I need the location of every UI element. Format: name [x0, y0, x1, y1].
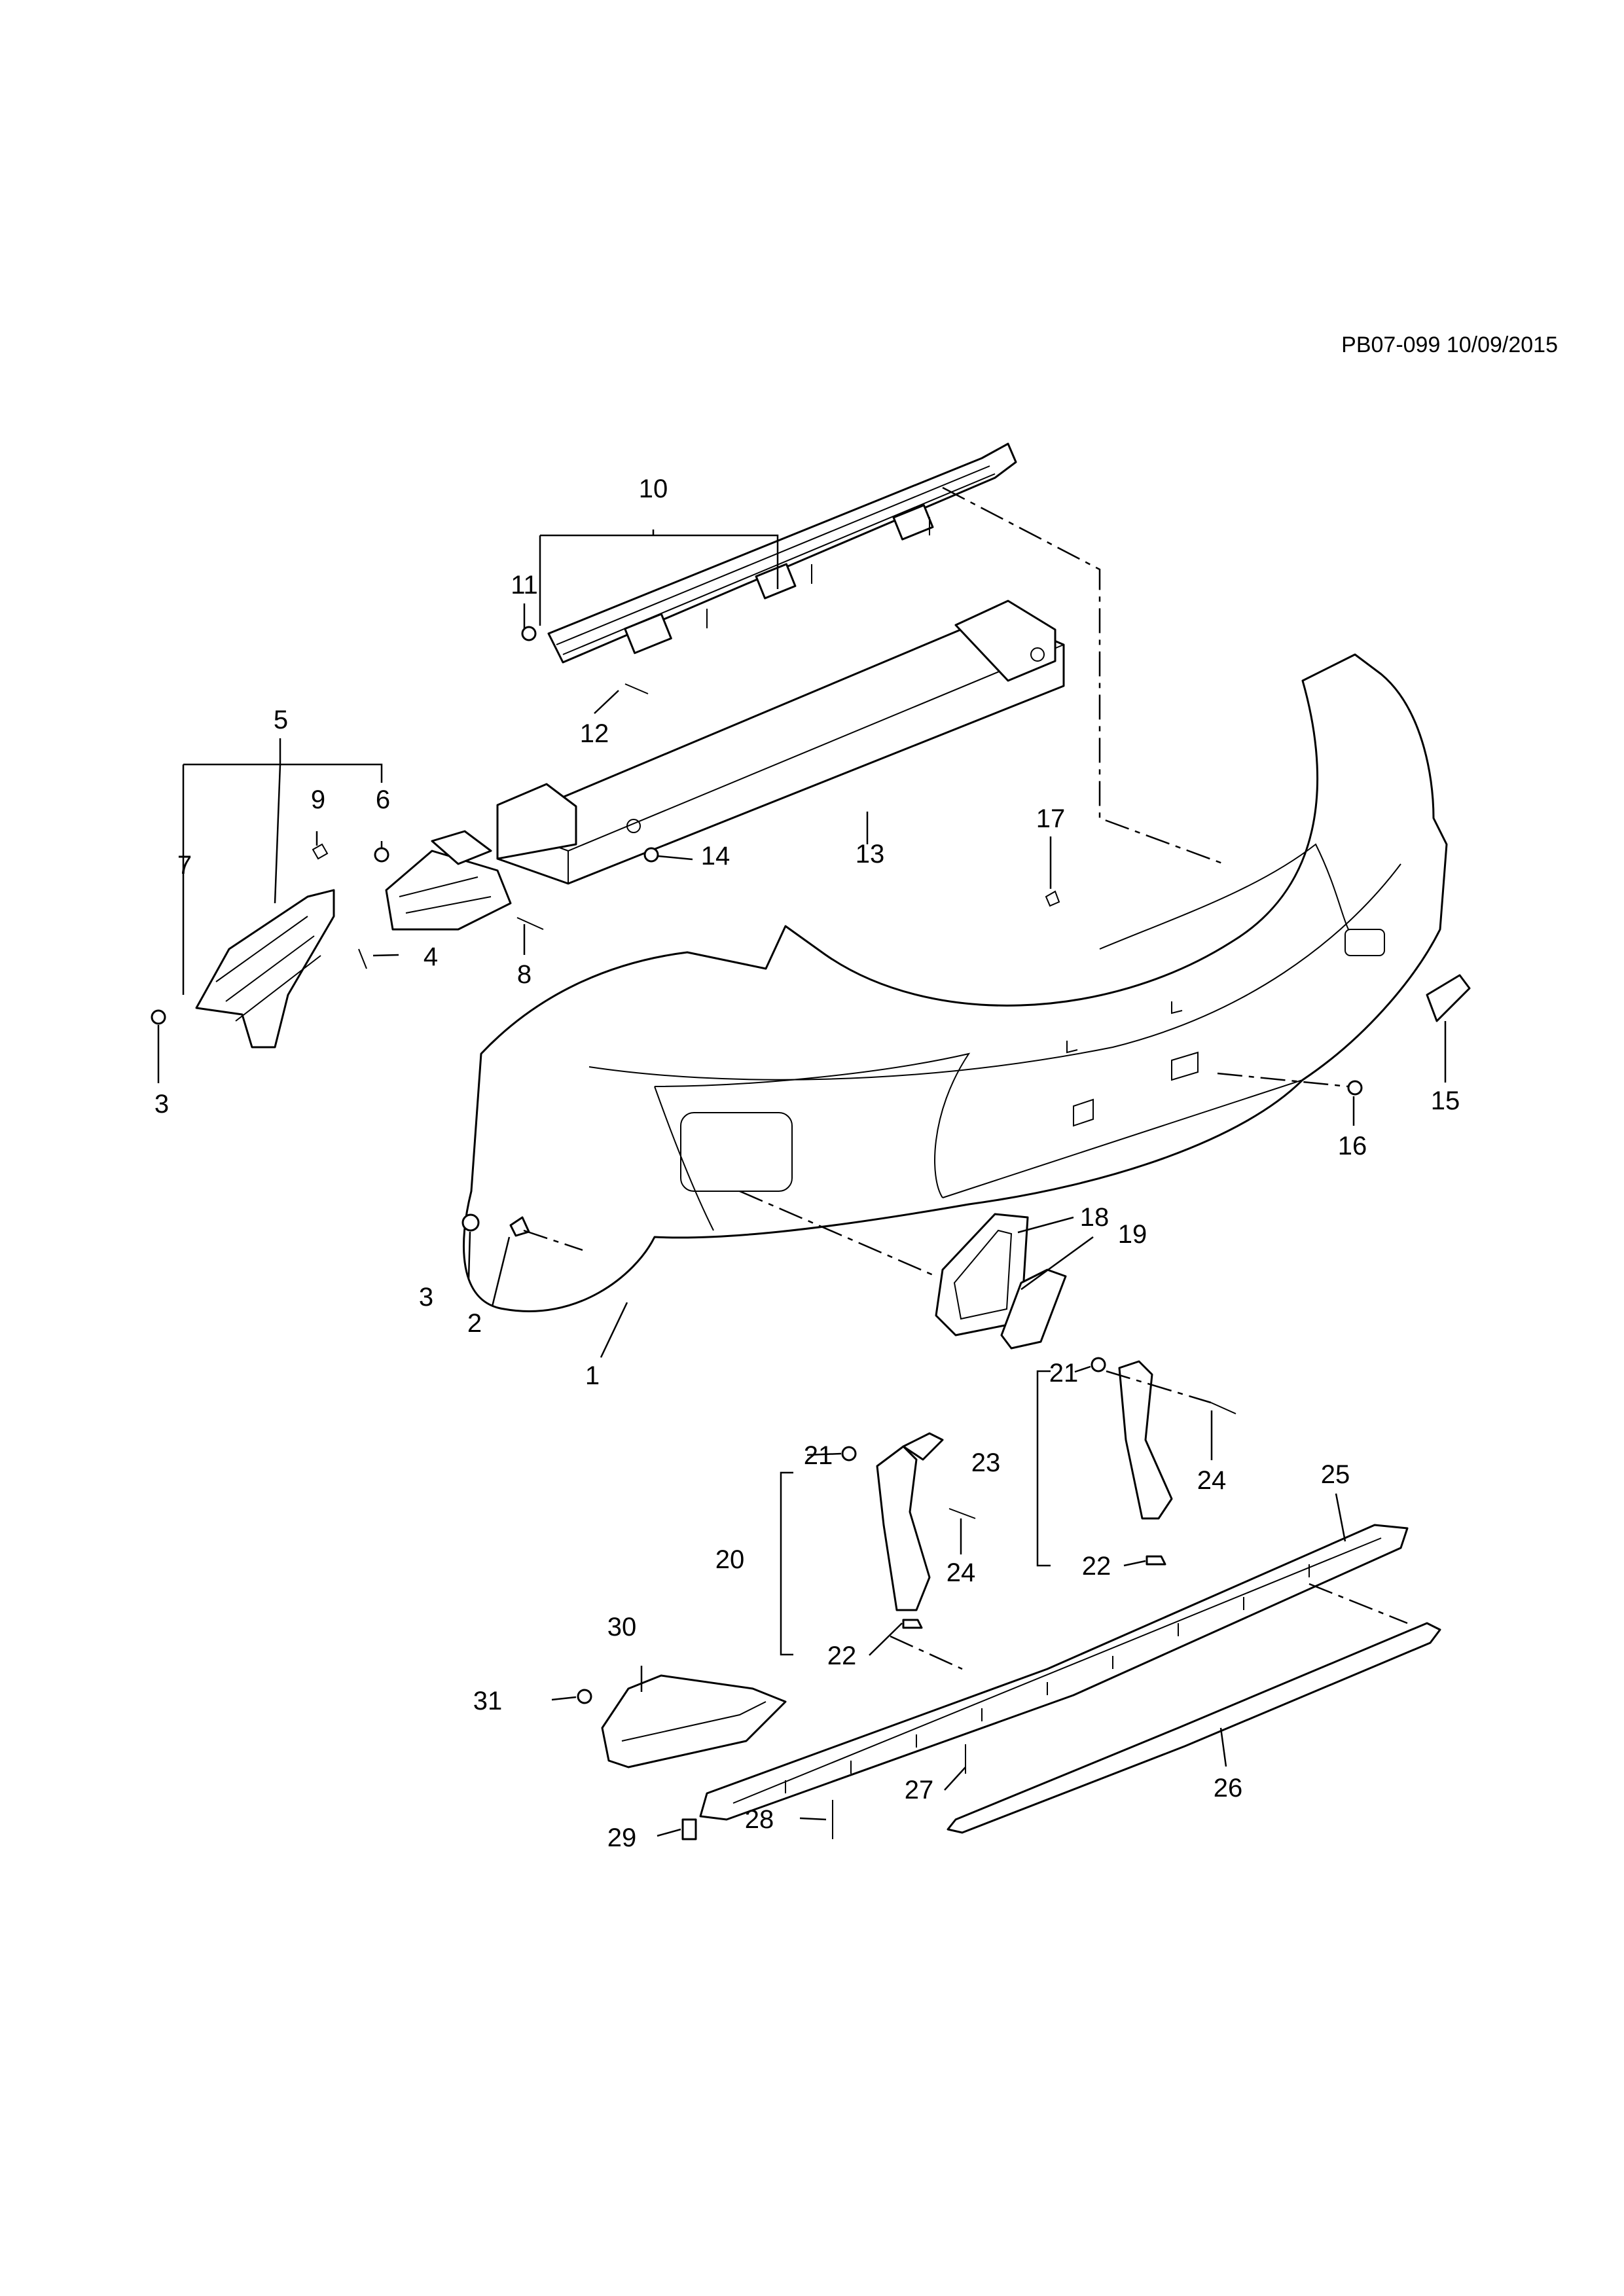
callout-2: 2	[467, 1309, 482, 1338]
nut-22-right	[1146, 1555, 1166, 1566]
callout-23: 23	[971, 1448, 1001, 1477]
callout-26: 26	[1214, 1774, 1243, 1803]
callout-10: 10	[639, 475, 668, 503]
exhaust-trim	[601, 1674, 787, 1768]
clip-9	[312, 843, 329, 860]
callout-9: 9	[311, 785, 325, 814]
screw-24-right	[1210, 1402, 1236, 1414]
screw-24-left	[948, 1508, 976, 1519]
screw-8	[516, 917, 544, 930]
callout-1: 1	[585, 1361, 600, 1390]
bumper-cover	[463, 653, 1448, 1312]
clip-6	[374, 847, 389, 863]
clip-31	[577, 1689, 592, 1704]
callout-24-left: 24	[947, 1558, 976, 1587]
bolt-29	[681, 1818, 697, 1840]
callout-14: 14	[701, 842, 731, 870]
left-bracket-assembly	[195, 830, 512, 1049]
clip-21-right	[1091, 1357, 1106, 1372]
callout-30: 30	[607, 1613, 637, 1641]
callout-13: 13	[856, 840, 885, 869]
washer-3-lower	[461, 1213, 480, 1232]
callout-28: 28	[745, 1805, 774, 1834]
callout-24-right: 24	[1197, 1466, 1227, 1495]
callout-18: 18	[1080, 1203, 1110, 1232]
leader-lines	[157, 529, 1447, 1837]
callout-3-left: 3	[154, 1090, 169, 1119]
nut-22-left	[902, 1619, 923, 1629]
diagram-reference-code: PB07-099 10/09/2015	[1341, 332, 1558, 357]
nut-16	[1347, 1080, 1363, 1096]
callout-21-left: 21	[804, 1441, 833, 1470]
callout-6: 6	[376, 785, 390, 814]
impact-beam	[496, 600, 1065, 885]
lower-bracket-left	[876, 1432, 944, 1611]
callout-5: 5	[274, 706, 288, 734]
callout-8: 8	[517, 960, 532, 989]
cover-cap	[1426, 974, 1471, 1022]
callout-12: 12	[580, 719, 609, 748]
lower-bracket-right	[1118, 1360, 1173, 1520]
callout-22-right: 22	[1082, 1552, 1111, 1581]
callout-27: 27	[905, 1776, 934, 1804]
callout-16: 16	[1338, 1132, 1367, 1160]
callout-25: 25	[1321, 1460, 1350, 1489]
callout-22-left: 22	[827, 1641, 857, 1670]
callout-20: 20	[715, 1545, 745, 1574]
callout-29: 29	[607, 1823, 637, 1852]
callout-4: 4	[424, 942, 438, 971]
clip-21-left	[841, 1446, 857, 1462]
callout-31: 31	[473, 1687, 503, 1715]
callout-3-lower: 3	[419, 1283, 433, 1312]
clip-17	[1045, 890, 1060, 907]
assembly-dashed-lines	[523, 486, 1408, 1670]
screw-12	[624, 683, 649, 694]
callout-19: 19	[1118, 1220, 1147, 1249]
washer-3-left	[151, 1009, 166, 1025]
clip-11	[521, 626, 537, 641]
callout-labels: 1 2 3 3 4 5 6 7 8 9 10 11 12 13 14 15 16…	[154, 475, 1460, 1852]
nut-14	[643, 847, 659, 863]
callout-15: 15	[1431, 1086, 1460, 1115]
screw-4	[358, 948, 367, 969]
callout-11: 11	[511, 571, 538, 600]
callout-17: 17	[1036, 804, 1066, 833]
lower-trim-strip	[947, 1622, 1441, 1834]
diffuser-panel	[699, 1524, 1409, 1821]
upper-guide-rail	[547, 442, 1017, 664]
callout-7: 7	[177, 851, 192, 880]
callout-21-right: 21	[1049, 1359, 1079, 1388]
